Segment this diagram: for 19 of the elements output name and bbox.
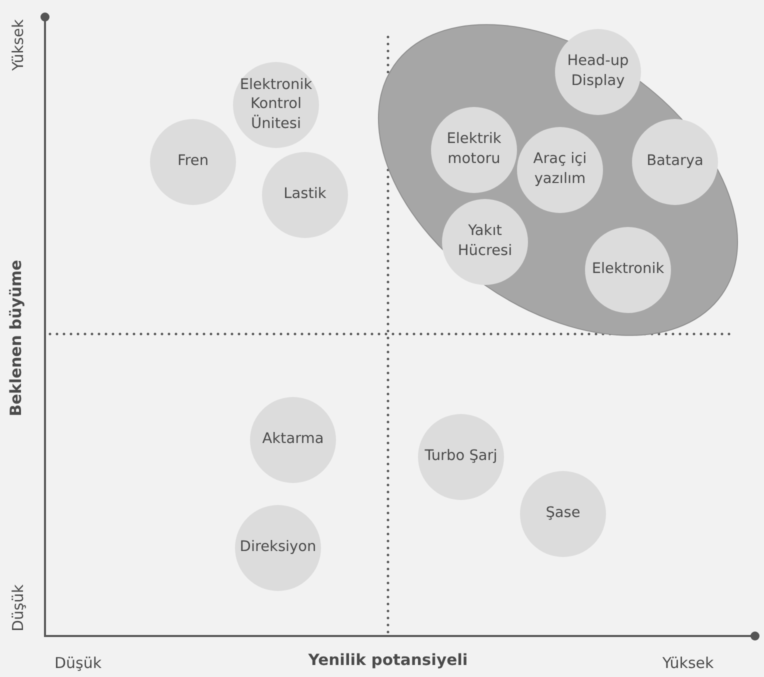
axis-title: Yenilik potansiyeli bbox=[308, 651, 468, 669]
axis-tick-label: Yüksek bbox=[662, 654, 714, 672]
axis-title: Beklenen büyüme bbox=[7, 260, 25, 416]
topic-label: Şase bbox=[546, 504, 580, 524]
topic-label: Direksiyon bbox=[240, 538, 316, 558]
topic-label: Elektronik Kontrol Ünitesi bbox=[238, 76, 314, 134]
topic-label: Batarya bbox=[646, 152, 704, 172]
axis-tick-label: Düşük bbox=[9, 584, 27, 632]
axis-tick-label: Düşük bbox=[54, 654, 102, 672]
topic-label: Yakıt Hücresi bbox=[456, 222, 514, 261]
topic-label: Lastik bbox=[284, 185, 326, 204]
topic-label: Aktarma bbox=[262, 430, 324, 450]
topic-label: Head-up Display bbox=[566, 52, 630, 91]
axis-tick-label: Yüksek bbox=[9, 19, 27, 71]
topic-label: Elektrik motoru bbox=[446, 130, 502, 169]
topic-label: Araç içi yazılım bbox=[532, 150, 588, 189]
topic-label: Turbo Şarj bbox=[424, 447, 498, 466]
topic-label: Fren bbox=[177, 152, 209, 172]
topic-label: Elektronik bbox=[592, 260, 664, 280]
